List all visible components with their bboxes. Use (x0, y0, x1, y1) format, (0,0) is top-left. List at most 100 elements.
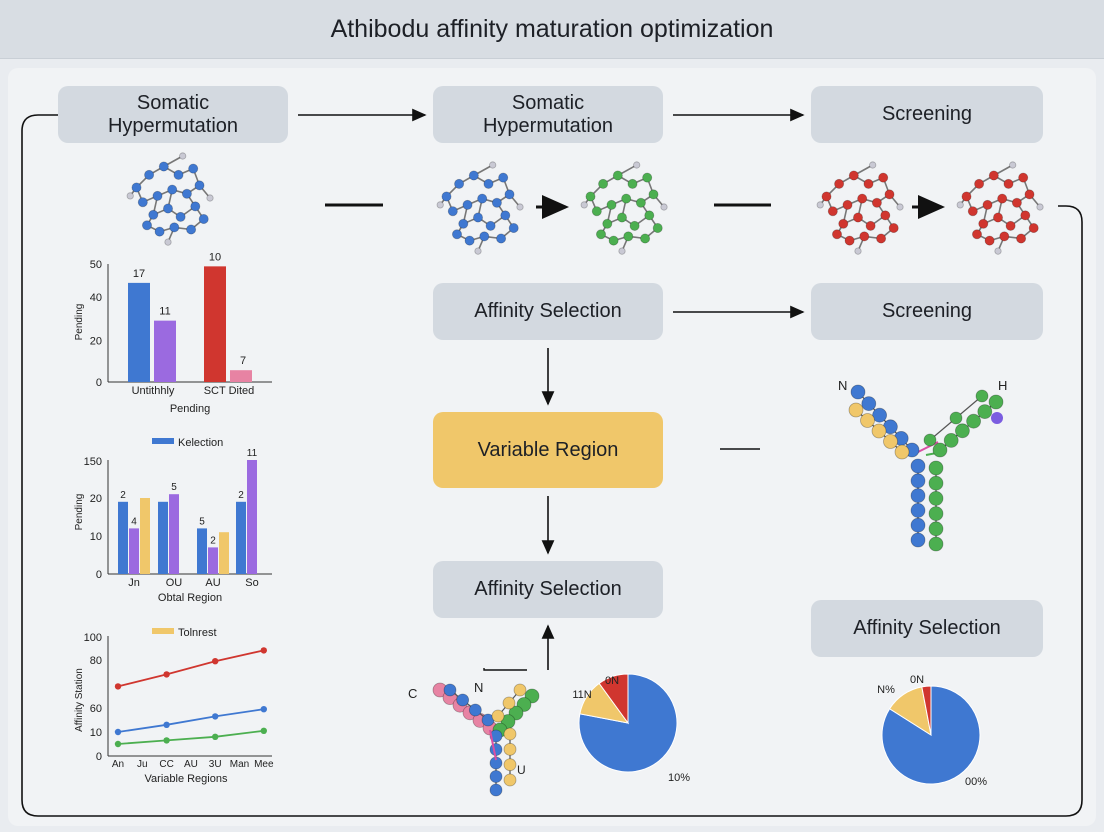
x-tick-label: Man (230, 759, 249, 770)
data-label: 11 (159, 306, 170, 318)
bar (169, 494, 179, 574)
y-tick-label: 0 (96, 377, 102, 389)
bar (219, 532, 229, 574)
series-line (117, 649, 264, 688)
node-affinity-selection-2[interactable]: Affinity Selection (433, 561, 663, 618)
pie-slice (598, 673, 629, 725)
data-point (260, 706, 267, 713)
connector-line (483, 668, 527, 671)
bar (129, 528, 139, 574)
y-tick-label: 60 (90, 703, 102, 715)
node-variable-region[interactable]: Variable Region (433, 412, 663, 488)
pie-chart-2: N% 0N 00% (877, 674, 987, 788)
bar (204, 266, 226, 382)
molecule-icon (126, 152, 214, 246)
y-axis-label: Pending (74, 304, 85, 341)
x-tick-label: AU (184, 759, 198, 770)
pie-label: 11N (572, 689, 591, 701)
y-tick-label: 20 (90, 493, 102, 505)
feedback-loop-left (21, 114, 1083, 817)
legend-swatch (152, 438, 174, 444)
bar (236, 501, 246, 574)
bar (247, 460, 257, 574)
y-axis-label: Pending (74, 494, 85, 531)
y-tick-label: 0 (96, 569, 102, 581)
node-screening-1[interactable]: Screening (811, 86, 1043, 143)
data-point (114, 740, 122, 748)
x-tick-label: CC (159, 759, 173, 770)
pie-label: 0N (910, 674, 924, 686)
pie-slice (921, 685, 932, 736)
antibody-label-n: N (838, 378, 847, 393)
y-tick-label: 50 (90, 259, 102, 271)
node-screening-2[interactable]: Screening (811, 283, 1043, 340)
data-point (212, 658, 219, 665)
pie-label: 00% (965, 776, 987, 788)
data-label: 5 (199, 516, 205, 527)
data-point (260, 647, 267, 654)
antibody-icon (848, 384, 1004, 552)
data-point (212, 733, 219, 740)
bar (158, 501, 168, 574)
pie-label: N% (877, 684, 895, 696)
data-point (212, 713, 219, 720)
legend-swatch (152, 628, 174, 634)
y-tick-label: 20 (90, 336, 102, 348)
series-line (117, 729, 264, 745)
y-tick-label: 10 (90, 531, 102, 543)
x-tick-label: AU (205, 577, 220, 589)
x-axis-label: Obtal Region (158, 592, 222, 604)
bar (230, 370, 252, 382)
x-tick-label: SCT Dited (204, 385, 255, 397)
molecule-icon (816, 161, 904, 255)
antibody-icon (432, 682, 540, 797)
molecule-icon (436, 161, 524, 255)
y-tick-label: 40 (90, 292, 102, 304)
legend-label: Tolnrest (178, 627, 217, 639)
node-somatic-hypermutation-2[interactable]: Somatic Hypermutation (433, 86, 663, 143)
x-tick-label: Mee (254, 759, 274, 770)
x-tick-label: 3U (209, 759, 222, 770)
bar (128, 282, 150, 382)
node-affinity-selection-3[interactable]: Affinity Selection (811, 600, 1043, 657)
bar (208, 547, 218, 574)
data-label: 2 (120, 490, 126, 501)
series-line (117, 708, 264, 733)
page-title: Athibodu affinity maturation optimizatio… (0, 0, 1104, 59)
data-point (163, 721, 170, 728)
antibody-label-n2: N (474, 680, 483, 695)
data-label: 7 (240, 355, 246, 367)
y-tick-label: 10 (90, 727, 102, 739)
bar (154, 320, 176, 382)
x-tick-label: OU (166, 577, 183, 589)
node-somatic-hypermutation-1[interactable]: Somatic Hypermutation (58, 86, 288, 143)
y-tick-label: 100 (84, 632, 102, 644)
data-label: 11 (247, 448, 258, 459)
data-label: 10 (209, 251, 221, 263)
data-point (163, 671, 170, 678)
data-label: 2 (210, 535, 216, 546)
antibody-label-h: H (998, 378, 1007, 393)
data-point (260, 727, 267, 734)
y-tick-label: 0 (96, 751, 102, 763)
molecule-icon (956, 161, 1044, 255)
data-label: 17 (133, 268, 145, 280)
pie-label: 10% (668, 772, 690, 784)
antibody-label-c: C (408, 686, 417, 701)
node-affinity-selection-1[interactable]: Affinity Selection (433, 283, 663, 340)
antibody-label-u: U (517, 763, 526, 777)
legend-label: Kelection (178, 437, 223, 449)
y-tick-label: 150 (84, 456, 102, 468)
x-tick-label: Untithhly (132, 385, 175, 397)
data-label: 4 (131, 516, 137, 527)
y-axis-label: Affinity Station (74, 668, 85, 732)
data-label: 5 (171, 482, 177, 493)
x-axis-label: Pending (170, 403, 210, 415)
bar (197, 528, 207, 574)
molecule-icon (580, 161, 668, 255)
y-tick-label: 80 (90, 655, 102, 667)
x-tick-label: Jn (128, 577, 140, 589)
